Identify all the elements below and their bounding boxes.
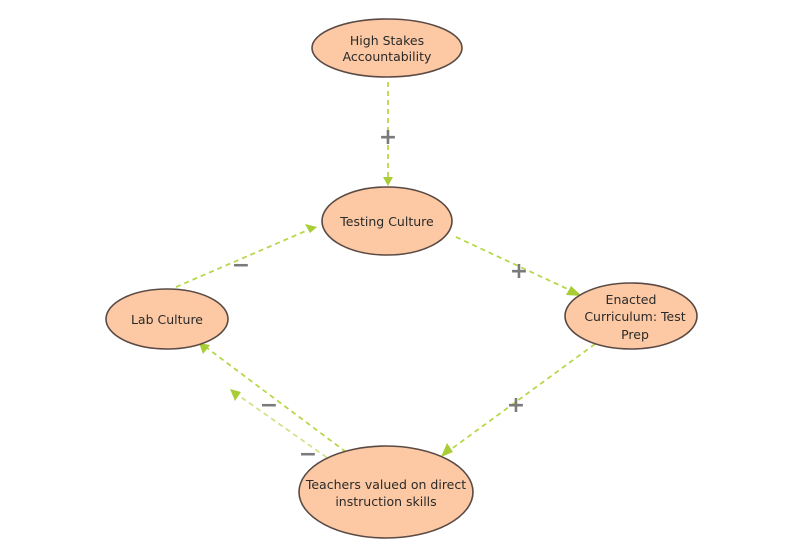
polarity-sign: − [260,393,278,418]
node-ellipse [105,288,229,350]
node-testing-culture[interactable]: Testing Culture [321,186,453,256]
edge-teachers-to-lab: − [199,343,347,453]
arrowhead-icon [230,389,241,401]
polarity-sign: + [507,393,525,418]
edge-enacted-to-teachers: + [441,343,596,457]
arrowhead-icon [305,224,317,233]
node-label-line: Accountability [343,49,432,64]
node-ellipse [311,18,463,78]
node-ellipse [564,282,698,350]
node-label-line: High Stakes [350,33,424,48]
polarity-sign: + [379,125,397,150]
node-label-line: Enacted [606,292,657,307]
edge-testing-to-enacted: + [455,236,582,296]
edge-hsa-to-testing: + [379,82,397,186]
polarity-sign: + [510,259,528,284]
node-high-stakes-accountability[interactable]: High Stakes Accountability [311,18,463,78]
edges: + + + − − − [175,82,596,505]
nodes: High Stakes Accountability Testing Cultu… [105,18,698,539]
node-ellipse [321,186,453,256]
node-label-line: Teachers valued on direct [305,477,466,492]
node-label-line: Lab Culture [131,312,203,327]
edge-line [455,236,575,293]
node-label-line: Curriculum: Test [584,309,685,324]
edge-line [449,343,596,451]
polarity-sign: − [232,253,250,278]
arrowhead-icon [199,343,210,354]
arrowhead-icon [383,177,393,186]
arrowhead-icon [441,443,453,457]
edge-line [206,347,347,453]
node-teachers-valued[interactable]: Teachers valued on direct instruction sk… [298,445,474,539]
polarity-sign: − [299,442,317,467]
node-enacted-curriculum[interactable]: Enacted Curriculum: Test Prep [564,282,698,350]
node-label-line: instruction skills [335,494,436,509]
node-label-line: Testing Culture [339,214,434,229]
edge-line [175,229,309,288]
arrowhead-icon [566,286,582,296]
edge-lab-to-testing: − [175,224,317,288]
node-label-line: Prep [621,327,649,342]
node-ellipse [298,445,474,539]
node-lab-culture[interactable]: Lab Culture [105,288,229,350]
